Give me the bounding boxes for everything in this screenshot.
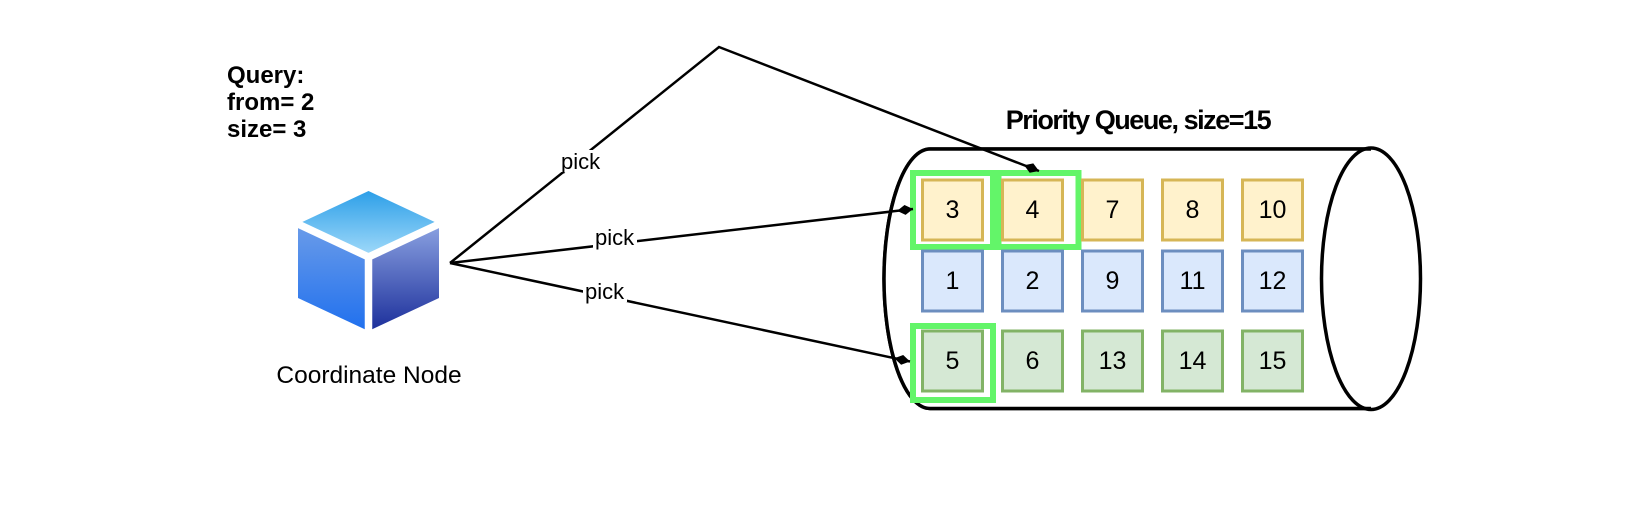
svg-text:1: 1 <box>946 267 960 295</box>
svg-text:Query:: Query: <box>227 62 304 89</box>
svg-text:pick: pick <box>595 225 635 250</box>
svg-text:11: 11 <box>1180 267 1206 295</box>
svg-text:15: 15 <box>1259 347 1287 375</box>
svg-text:5: 5 <box>946 347 960 375</box>
svg-text:size= 3: size= 3 <box>227 116 306 143</box>
svg-text:2: 2 <box>1026 267 1040 295</box>
svg-text:3: 3 <box>946 196 960 224</box>
svg-text:14: 14 <box>1179 347 1207 375</box>
svg-text:9: 9 <box>1106 267 1120 295</box>
svg-text:12: 12 <box>1259 267 1287 295</box>
svg-text:pick: pick <box>561 149 601 174</box>
svg-text:Priority Queue, size=15: Priority Queue, size=15 <box>1006 105 1272 135</box>
svg-text:6: 6 <box>1026 347 1040 375</box>
svg-text:10: 10 <box>1259 196 1287 224</box>
svg-text:from= 2: from= 2 <box>227 89 314 116</box>
svg-text:pick: pick <box>585 279 625 304</box>
svg-text:13: 13 <box>1099 347 1127 375</box>
svg-text:4: 4 <box>1026 196 1040 224</box>
svg-text:Coordinate Node: Coordinate Node <box>276 362 461 389</box>
svg-text:7: 7 <box>1106 196 1120 224</box>
svg-text:8: 8 <box>1186 196 1200 224</box>
